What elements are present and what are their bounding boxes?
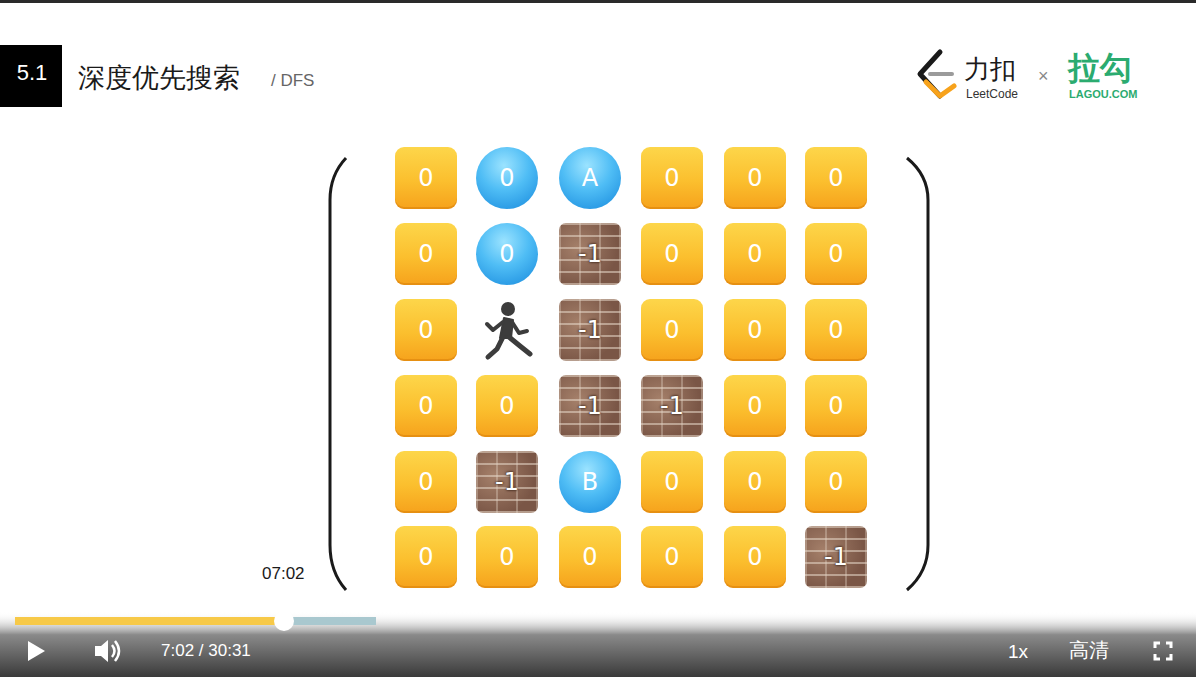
cell-value: 0 — [418, 318, 433, 342]
grid-cell: 0 — [805, 451, 867, 513]
grid-cell: 0 — [724, 375, 786, 437]
cell-value: 0 — [747, 470, 762, 494]
grid-cell: 0 — [395, 223, 457, 285]
grid-cell: 0 — [395, 526, 457, 588]
cell-value: -1 — [578, 242, 602, 266]
tooltip-time: 07:02 — [262, 565, 305, 582]
visited-cell: A — [559, 147, 621, 209]
cell-value: 0 — [664, 545, 679, 569]
cell-value: 0 — [664, 470, 679, 494]
cell-value: 0 — [582, 545, 597, 569]
cell-value: 0 — [828, 394, 843, 418]
cell-value: 0 — [828, 470, 843, 494]
grid-cell: 0 — [805, 223, 867, 285]
visited-cell: 0 — [476, 147, 538, 209]
buffer-bar — [15, 617, 376, 625]
cell-value: 0 — [747, 545, 762, 569]
progress-knob — [274, 611, 294, 631]
cell-value: 0 — [418, 470, 433, 494]
cell-value: 0 — [747, 242, 762, 266]
cell-value: 0 — [747, 318, 762, 342]
cell-value: -1 — [495, 470, 519, 494]
cell-value: 0 — [499, 242, 514, 266]
grid-cell: 0 — [641, 223, 703, 285]
cell-value: -1 — [660, 394, 684, 418]
cell-value: 0 — [418, 545, 433, 569]
slide-title: 深度优先搜索 — [78, 64, 240, 91]
wall-cell: -1 — [559, 223, 621, 285]
wall-cell: -1 — [559, 299, 621, 361]
grid-cell: 0 — [641, 526, 703, 588]
partner-name: 拉勾 — [1068, 52, 1132, 84]
grid-cell: 0 — [395, 299, 457, 361]
speed-control: 1x — [1008, 642, 1028, 661]
play-icon — [28, 641, 45, 661]
grid-cell: 0 — [641, 299, 703, 361]
cell-value: 0 — [828, 166, 843, 190]
grid-cell: 0 — [724, 526, 786, 588]
brand-separator: × — [1038, 67, 1049, 85]
playback-time: 7:02 / 30:31 — [161, 642, 251, 659]
cell-value: -1 — [578, 394, 602, 418]
brand-subtitle: LeetCode — [966, 88, 1018, 100]
cell-value: 0 — [418, 242, 433, 266]
right-bracket — [907, 158, 928, 590]
cell-value: A — [582, 166, 598, 190]
grid-cell: 0 — [641, 147, 703, 209]
cell-value: -1 — [578, 318, 602, 342]
cell-value: B — [582, 470, 598, 494]
runner-figure — [487, 302, 530, 357]
cell-value: 0 — [828, 242, 843, 266]
grid-cell: 0 — [476, 375, 538, 437]
left-bracket — [330, 158, 346, 590]
section-number: 5.1 — [8, 62, 56, 84]
cell-value: -1 — [824, 545, 848, 569]
cell-value: 0 — [418, 394, 433, 418]
section-badge — [0, 45, 62, 107]
grid-cell: 0 — [724, 147, 786, 209]
wall-cell: -1 — [641, 375, 703, 437]
grid-cell: 0 — [476, 526, 538, 588]
cell-value: 0 — [499, 166, 514, 190]
grid-cell: 0 — [559, 526, 621, 588]
grid-cell: 0 — [724, 223, 786, 285]
visited-cell: B — [559, 451, 621, 513]
visited-cell: 0 — [476, 223, 538, 285]
cell-value: 0 — [828, 318, 843, 342]
grid-cell: 0 — [395, 147, 457, 209]
progress-bar — [15, 617, 284, 625]
wall-cell: -1 — [559, 375, 621, 437]
cell-value: 0 — [664, 166, 679, 190]
fullscreen-icon — [1155, 643, 1171, 659]
cell-value: 0 — [747, 166, 762, 190]
wall-cell: -1 — [476, 451, 538, 513]
leetcode-logo — [920, 52, 954, 96]
time-tooltip — [258, 560, 310, 586]
partner-subtitle: LAGOU.COM — [1069, 89, 1137, 100]
grid-cell: 0 — [395, 451, 457, 513]
grid-cell: 0 — [805, 375, 867, 437]
grid-cell: 0 — [724, 451, 786, 513]
brand-name: 力扣 — [964, 56, 1016, 82]
cell-value: 0 — [499, 545, 514, 569]
grid-cell: 0 — [805, 299, 867, 361]
top-border — [0, 0, 1196, 3]
cell-value: 0 — [664, 318, 679, 342]
cell-value: 0 — [418, 166, 433, 190]
control-bar — [0, 612, 1196, 677]
quality-control: 高清 — [1069, 640, 1109, 660]
grid-cell: 0 — [805, 147, 867, 209]
cell-value: 0 — [664, 242, 679, 266]
cell-value: 0 — [499, 394, 514, 418]
cell-value: 0 — [747, 394, 762, 418]
grid-cell: 0 — [724, 299, 786, 361]
wall-cell: -1 — [805, 526, 867, 588]
title-suffix: / DFS — [271, 72, 314, 89]
grid-cell: 0 — [641, 451, 703, 513]
volume-icon — [95, 640, 119, 662]
grid-cell: 0 — [395, 375, 457, 437]
